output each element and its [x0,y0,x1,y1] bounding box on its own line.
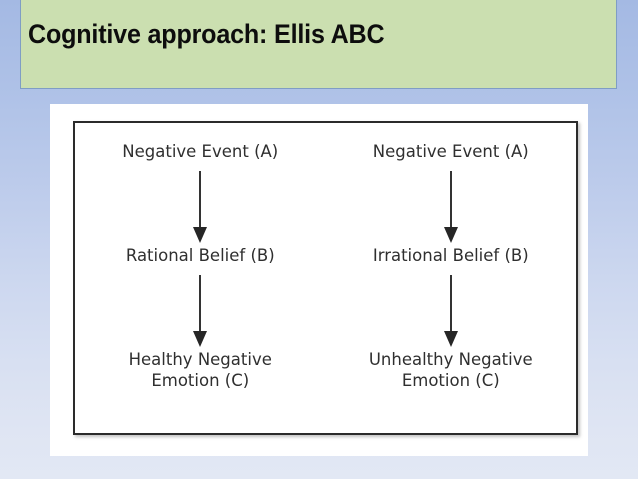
node-healthy-negative-emotion-c: Healthy Negative Emotion (C) [128,350,272,390]
arrow-down-a-to-b-irrational [443,171,458,243]
arrow-head-icon [193,227,208,243]
arrow-head-icon [443,227,458,243]
arrow-shaft [199,275,202,333]
arrow-shaft [199,171,202,229]
arrow-head-icon [193,331,208,347]
diagram-column-irrational: Negative Event (A) Irrational Belief (B)… [326,123,577,433]
title-banner: Cognitive approach: Ellis ABC [20,0,617,89]
arrow-down-a-to-b-rational [193,171,208,243]
diagram-column-rational: Negative Event (A) Rational Belief (B) H… [75,123,326,433]
node-negative-event-a-rational: Negative Event (A) [122,142,279,161]
diagram-image-panel: Negative Event (A) Rational Belief (B) H… [50,104,588,456]
arrow-shaft [449,171,452,229]
arrow-down-b-to-c-rational [193,275,208,347]
ellis-abc-diagram: Negative Event (A) Rational Belief (B) H… [73,121,578,435]
arrow-head-icon [443,331,458,347]
node-negative-event-a-irrational: Negative Event (A) [372,142,529,161]
node-irrational-belief-b: Irrational Belief (B) [372,246,529,265]
page-title: Cognitive approach: Ellis ABC [28,19,385,49]
arrow-shaft [449,275,452,333]
node-unhealthy-negative-emotion-c: Unhealthy Negative Emotion (C) [368,350,533,390]
node-rational-belief-b: Rational Belief (B) [125,246,275,265]
arrow-down-b-to-c-irrational [443,275,458,347]
